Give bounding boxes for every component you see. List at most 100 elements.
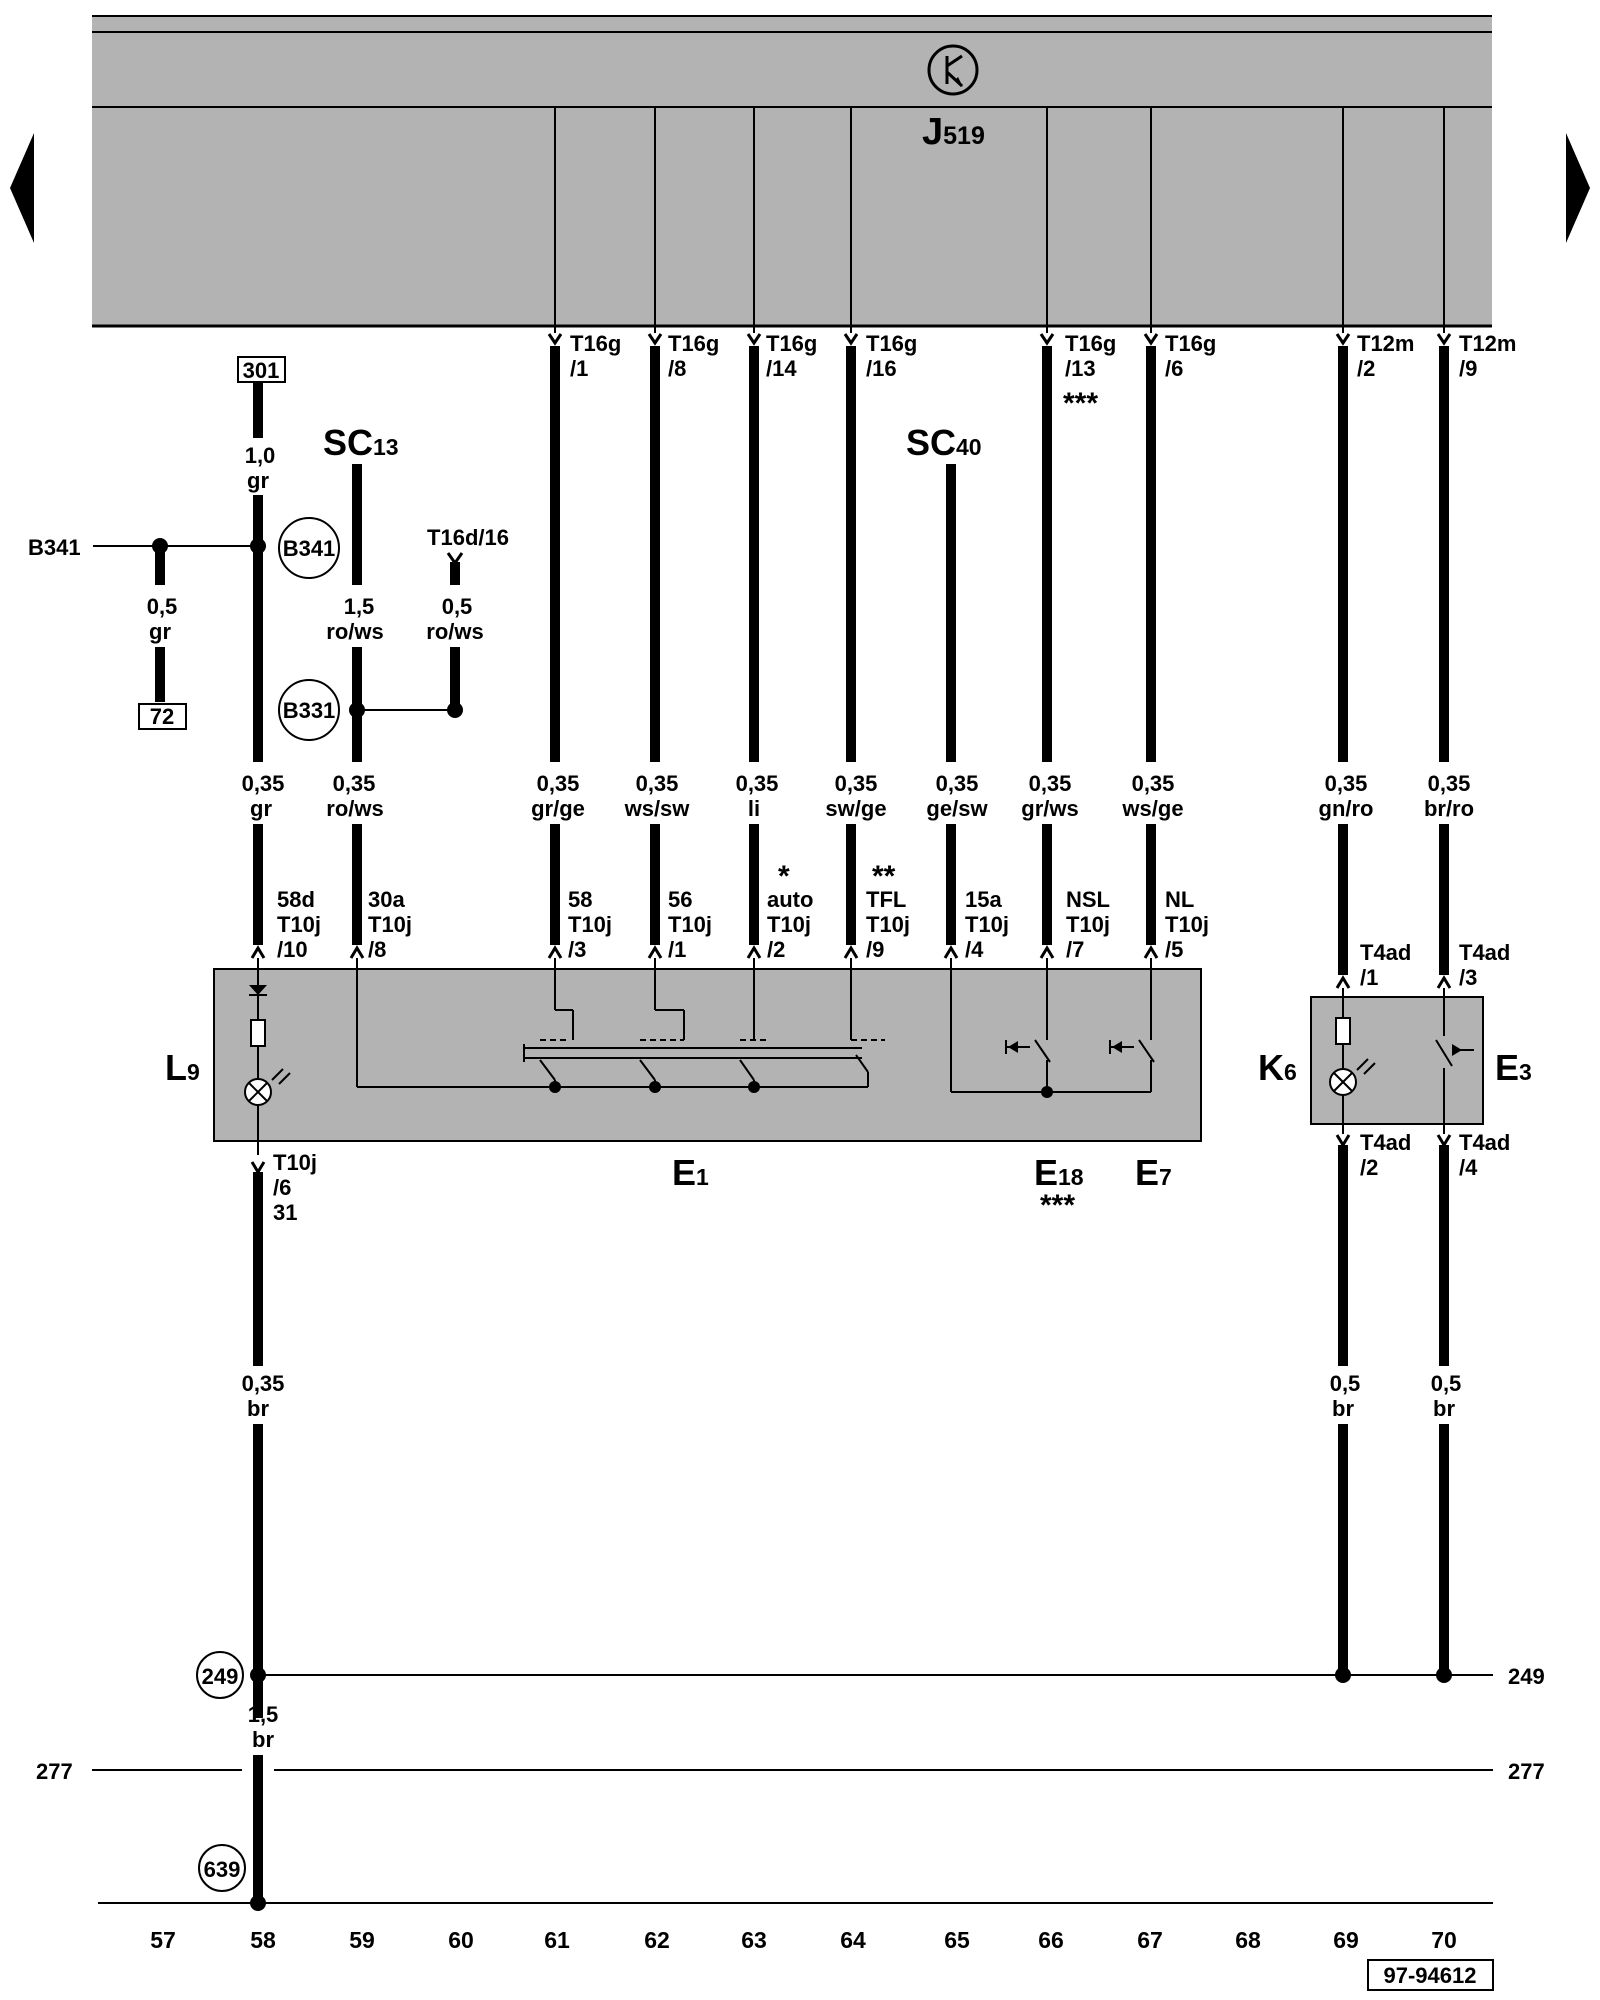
control-unit-j519: J519 <box>92 15 1492 328</box>
column-number: 62 <box>644 1927 670 1953</box>
j519-internal-lines <box>554 107 1445 333</box>
component-e18-note: *** <box>1040 1189 1075 1222</box>
component-e18-label: E18 <box>1034 1152 1084 1193</box>
signal-wires <box>550 346 1449 975</box>
node-249-label: 249 <box>202 1664 239 1689</box>
node-639-label: 639 <box>204 1857 241 1882</box>
hazard-switch-pin-labels: T4ad/1 T4ad/3 T4ad/2 T4ad/4 <box>1360 940 1510 1180</box>
switch-pin-arrows <box>250 945 1159 959</box>
ref-box-72 <box>138 703 187 730</box>
column-number: 61 <box>544 1927 570 1953</box>
light-switch-e1 <box>213 958 1202 1155</box>
b341-line-label: B341 <box>28 535 81 560</box>
column-number: 58 <box>250 1927 276 1953</box>
line-277-right-label: 277 <box>1508 1759 1545 1784</box>
column-number: 70 <box>1431 1927 1457 1953</box>
next-page-arrow-icon[interactable] <box>1566 133 1590 243</box>
column-number: 67 <box>1137 1927 1163 1953</box>
j519-connector-labels: T16g/1 T16g/8 T16g/14 T16g/16 T16g/13 **… <box>570 331 1516 420</box>
component-l9-label: L9 <box>165 1047 200 1088</box>
node-b341 <box>278 517 340 579</box>
ref-box-301 <box>237 356 286 383</box>
node-b331-label: B331 <box>283 698 336 723</box>
column-number: 57 <box>150 1927 176 1953</box>
pin-label: T4ad/4 <box>1459 1130 1510 1180</box>
column-numbers: 57 58 59 60 61 62 63 64 65 66 67 68 69 7… <box>150 1927 1457 1953</box>
component-e7-label: E7 <box>1135 1152 1172 1193</box>
switch-contacts <box>523 958 885 1087</box>
drawing-number: 97-94612 <box>1384 1963 1477 1988</box>
lamp-l9-icon <box>244 1068 291 1106</box>
connector-label: T12m/9 <box>1459 331 1516 381</box>
previous-page-arrow-icon[interactable] <box>10 133 34 243</box>
supply-sc40-label: SC40 <box>906 422 982 463</box>
connector-label: T16g/6 <box>1165 331 1216 381</box>
j519-connector-arrows <box>547 333 1452 346</box>
node-b331 <box>278 679 340 741</box>
supply-sc13-label: SC13 <box>323 422 399 463</box>
component-k6-label: K6 <box>1258 1047 1297 1088</box>
pin-label: T4ad/2 <box>1360 1130 1411 1180</box>
pin-label: T4ad/3 <box>1459 940 1510 990</box>
component-e3-label: E3 <box>1495 1047 1532 1088</box>
component-e1-label: E1 <box>672 1152 709 1193</box>
column-number: 60 <box>448 1927 474 1953</box>
column-number: 63 <box>741 1927 767 1953</box>
pin-note: ** <box>872 860 896 893</box>
line-277-left-label: 277 <box>36 1759 73 1784</box>
ref-box-301-label: 301 <box>243 358 280 383</box>
column-number: 59 <box>349 1927 375 1953</box>
connector-label: T16g/1 <box>570 331 621 381</box>
connector-label: T16g/14 <box>766 331 817 381</box>
connector-note: *** <box>1063 387 1098 420</box>
column-number: 69 <box>1333 1927 1359 1953</box>
connector-label: T16g/16 <box>866 331 917 381</box>
drawing-number-box <box>1367 1959 1494 1991</box>
pin-label: T4ad/1 <box>1360 940 1411 990</box>
node-639 <box>198 1844 246 1892</box>
node-b341-label: B341 <box>283 536 336 561</box>
pin-arrow <box>250 1161 266 1175</box>
component-labels: L9 E1 E18 *** E7 K6 E3 <box>165 1047 1532 1222</box>
node-249 <box>196 1651 244 1699</box>
unit-j519-label: J519 <box>922 111 985 153</box>
column-number: 64 <box>840 1927 866 1953</box>
connector-label: T12m/2 <box>1357 331 1414 381</box>
ref-box-72-label: 72 <box>150 704 174 729</box>
line-249-label: 249 <box>1508 1664 1545 1689</box>
connector-label: T16g/13 <box>1065 331 1116 381</box>
t16d-label: T16d/16 <box>427 525 509 550</box>
connector-label: T16g/8 <box>668 331 719 381</box>
column-number: 65 <box>944 1927 970 1953</box>
